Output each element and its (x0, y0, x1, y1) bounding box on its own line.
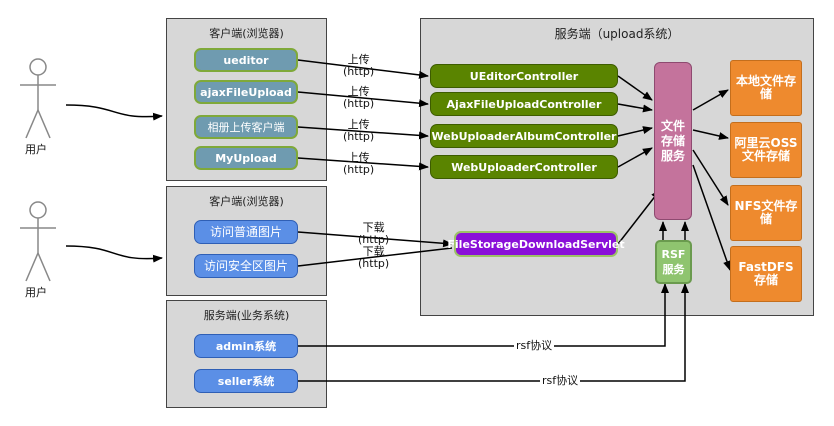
download-edge (297, 247, 453, 267)
storage-edge (692, 164, 731, 271)
storage-edge (692, 149, 729, 206)
edge-label-protocol: (http) (343, 65, 375, 78)
admin-system-node[interactable]: admin系统 (194, 334, 298, 358)
rsf-protocol-label: rsf协议 (514, 339, 555, 352)
upload-edge-label: 上传 (http) (343, 54, 374, 78)
user-label: 用户 (25, 143, 47, 156)
rsf-service-node[interactable]: RSF服务 (655, 240, 692, 284)
myupload-client-node[interactable]: MyUpload (194, 146, 298, 170)
actor-edge (65, 104, 163, 121)
download-servlet-node[interactable]: FileStorageDownloadServlet (447, 231, 625, 257)
group-title: 客户端(浏览器) (209, 27, 284, 40)
service-edge (617, 126, 653, 137)
edge-label-text: 上传 (347, 53, 370, 66)
rsf-protocol-edge (298, 283, 669, 347)
file-storage-service-label: 文件存储服务 (660, 118, 685, 163)
download-edge (297, 231, 453, 248)
rsf-service-label: RSF服务 (661, 248, 686, 276)
ajax-upload-controller-node[interactable]: AjaxFileUploadController (430, 92, 618, 116)
edge-label-text: 上传 (347, 151, 370, 164)
local-storage-node[interactable]: 本地文件存储 (730, 60, 802, 116)
access-secure-image-node[interactable]: 访问安全区图片 (194, 254, 298, 278)
service-edge (617, 103, 653, 113)
upload-edge (297, 91, 429, 108)
album-controller-node[interactable]: WebUploaderAlbumController (430, 124, 618, 148)
nfs-storage-node[interactable]: NFS文件存储 (730, 185, 802, 241)
rsf-protocol-edge (298, 283, 689, 382)
edge-label-protocol: (http) (358, 233, 390, 246)
webuploader-controller-node[interactable]: WebUploaderController (430, 155, 618, 179)
group-title: 客户端(浏览器) (209, 195, 284, 208)
user-label: 用户 (25, 286, 47, 299)
ueditor-client-node[interactable]: ueditor (194, 48, 298, 72)
download-edge-label: 下载 (http) (358, 222, 389, 246)
ueditor-controller-node[interactable]: UEditorController (430, 64, 618, 88)
file-storage-service-node[interactable]: 文件存储服务 (654, 62, 692, 220)
storage-edge (692, 129, 729, 140)
edge-label-text: 上传 (347, 118, 370, 131)
upload-edge-label: 上传 (http) (343, 86, 374, 110)
upload-edge (297, 126, 429, 140)
user-actor-icon (20, 201, 56, 282)
edge-label-text: 下载 (362, 245, 385, 258)
album-upload-client-node[interactable]: 相册上传客户端 (194, 115, 298, 139)
user-actor-icon (20, 58, 56, 139)
ajax-file-upload-client-node[interactable]: ajaxFileUpload (194, 80, 298, 104)
aliyun-oss-storage-node[interactable]: 阿里云OSS文件存储 (730, 122, 802, 178)
actor-edge (65, 245, 163, 263)
service-edge (617, 189, 661, 245)
group-title: 服务端（upload系统） (554, 27, 680, 41)
upload-edge-label: 上传 (http) (343, 152, 374, 176)
service-edge (617, 75, 653, 101)
upload-edge (297, 157, 429, 171)
upload-edge-label: 上传 (http) (343, 119, 374, 143)
rsf-protocol-label: rsf协议 (540, 374, 581, 387)
group-title: 服务端(业务系统) (203, 309, 290, 322)
upload-edge (297, 59, 429, 79)
edge-label-text: 下载 (362, 221, 385, 234)
edge-label-protocol: (http) (343, 97, 375, 110)
fastdfs-storage-node[interactable]: FastDFS 存储 (730, 246, 802, 302)
storage-edge (692, 89, 729, 111)
seller-system-node[interactable]: seller系统 (194, 369, 298, 393)
edge-label-protocol: (http) (358, 257, 390, 270)
edge-label-text: 上传 (347, 85, 370, 98)
edge-label-protocol: (http) (343, 163, 375, 176)
access-normal-image-node[interactable]: 访问普通图片 (194, 220, 298, 244)
service-edge (617, 147, 653, 168)
edge-label-protocol: (http) (343, 130, 375, 143)
download-edge-label: 下载 (http) (358, 246, 389, 270)
